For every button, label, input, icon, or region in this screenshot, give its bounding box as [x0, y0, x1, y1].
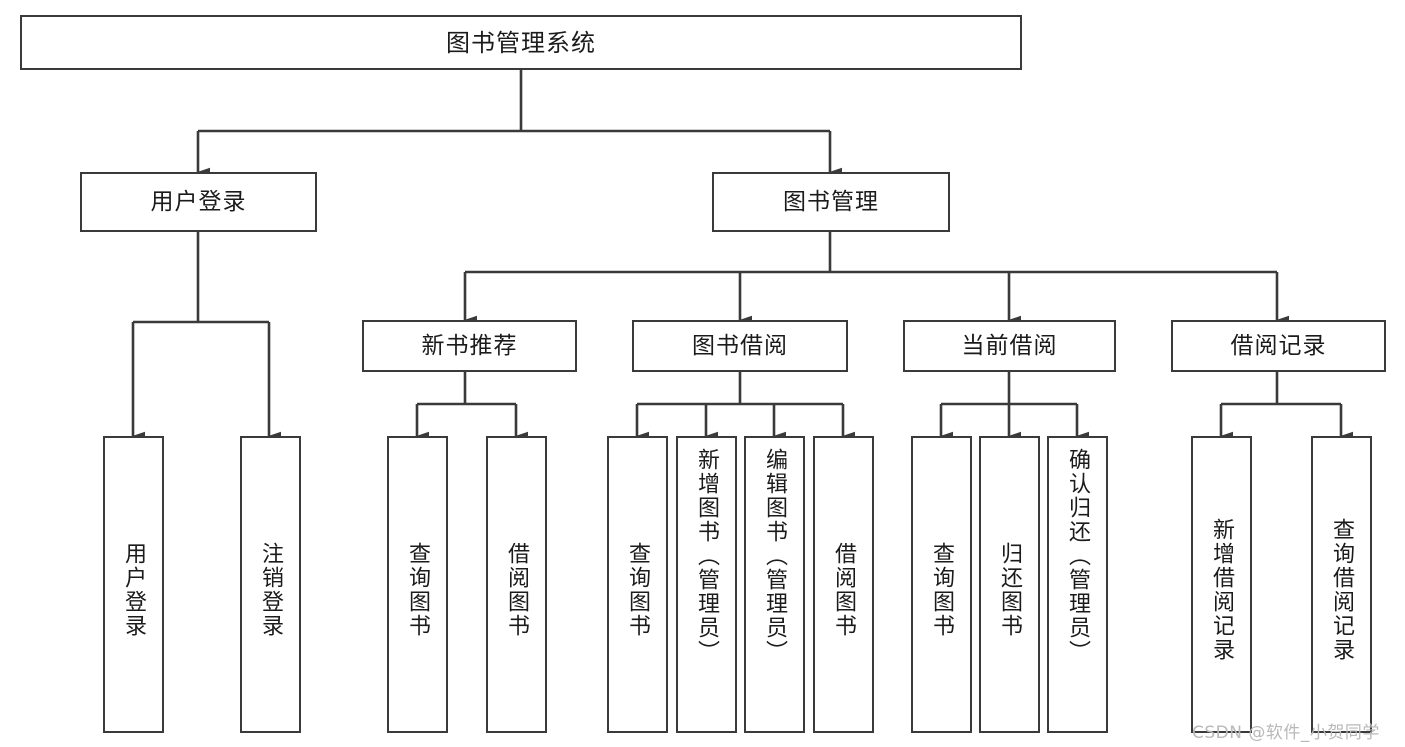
- node-leaf-query-book-1[interactable]: 查询图书: [387, 436, 448, 733]
- node-leaf-user-logout[interactable]: 注销登录: [240, 436, 301, 733]
- node-leaf-user-logout-label: 注销登录: [258, 541, 284, 638]
- node-leaf-query-book-1-label: 查询图书: [405, 541, 431, 638]
- node-book-borrow[interactable]: 图书借阅: [632, 320, 848, 372]
- node-leaf-borrow-book-1-label: 借阅图书: [504, 541, 530, 638]
- node-root-label: 图书管理系统: [446, 28, 596, 57]
- node-borrow-record-label: 借阅记录: [1230, 332, 1327, 359]
- node-leaf-return-book-label: 归还图书: [997, 541, 1023, 638]
- node-root[interactable]: 图书管理系统: [20, 15, 1022, 70]
- node-user-login[interactable]: 用户登录: [80, 172, 317, 232]
- node-leaf-query-book-2-label: 查询图书: [625, 541, 651, 638]
- node-new-book-recommend[interactable]: 新书推荐: [362, 320, 577, 372]
- node-leaf-edit-book-label: 编辑图书（管理员）: [762, 448, 788, 664]
- node-book-manage[interactable]: 图书管理: [712, 172, 950, 232]
- node-leaf-query-book-2[interactable]: 查询图书: [607, 436, 668, 733]
- node-leaf-add-book[interactable]: 新增图书（管理员）: [676, 436, 737, 733]
- node-leaf-query-book-3-label: 查询图书: [929, 541, 955, 638]
- node-leaf-query-book-3[interactable]: 查询图书: [911, 436, 972, 733]
- node-leaf-add-book-label: 新增图书（管理员）: [694, 448, 720, 664]
- node-book-manage-label: 图书管理: [783, 188, 879, 215]
- node-leaf-query-borrow-record-label: 查询借阅记录: [1329, 517, 1355, 662]
- node-leaf-user-login-do[interactable]: 用户登录: [103, 436, 164, 733]
- csdn-watermark: CSDN @软件_小贺同学: [1192, 723, 1380, 743]
- node-leaf-query-borrow-record[interactable]: 查询借阅记录: [1311, 436, 1372, 733]
- node-leaf-borrow-book-1[interactable]: 借阅图书: [486, 436, 547, 733]
- node-leaf-borrow-book-2-label: 借阅图书: [831, 541, 857, 638]
- node-leaf-add-borrow-record[interactable]: 新增借阅记录: [1191, 436, 1252, 733]
- node-new-book-recommend-label: 新书推荐: [421, 332, 518, 359]
- node-leaf-confirm-return-label: 确认归还（管理员）: [1065, 448, 1091, 664]
- node-leaf-borrow-book-2[interactable]: 借阅图书: [813, 436, 874, 733]
- node-leaf-user-login-do-label: 用户登录: [121, 541, 147, 638]
- node-leaf-confirm-return[interactable]: 确认归还（管理员）: [1047, 436, 1108, 733]
- node-leaf-edit-book[interactable]: 编辑图书（管理员）: [744, 436, 805, 733]
- node-leaf-add-borrow-record-label: 新增借阅记录: [1209, 517, 1235, 662]
- node-borrow-record[interactable]: 借阅记录: [1171, 320, 1386, 372]
- node-current-borrow-label: 当前借阅: [961, 332, 1058, 359]
- node-current-borrow[interactable]: 当前借阅: [903, 320, 1116, 372]
- node-book-borrow-label: 图书借阅: [692, 332, 788, 359]
- node-user-login-label: 用户登录: [150, 188, 247, 215]
- node-leaf-return-book[interactable]: 归还图书: [979, 436, 1040, 733]
